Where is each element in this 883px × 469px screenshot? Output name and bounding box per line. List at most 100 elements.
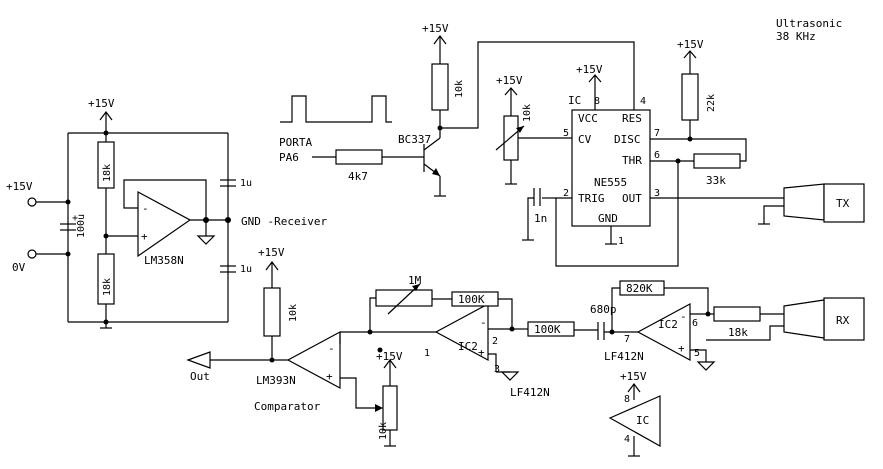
pot-1m <box>375 289 433 307</box>
title-line-1: Ultrasonic <box>776 17 842 30</box>
lm393-label: LM393N <box>256 374 296 387</box>
lf412n-stage1-label: LF412N <box>604 350 644 363</box>
ne555-pin7: 7 <box>654 128 660 139</box>
ic-symbol-supply-label: +15V <box>620 370 647 383</box>
ic2-stage2-minus: - <box>480 316 487 329</box>
ic2-stage1-pin6: 6 <box>692 318 698 329</box>
porta-label: PORTA <box>279 136 312 149</box>
resistor-10k-pullup <box>431 63 449 111</box>
resistor-33k-label: 33k <box>706 174 726 187</box>
cap-1n-label: 1n <box>534 212 547 225</box>
ic-symbol-pin8: 8 <box>624 394 630 405</box>
transmitter-section: PORTA PA6 4k7 BC337 +15V 10k +15V 10k <box>279 22 865 267</box>
ne555-disc: DISC <box>614 133 641 146</box>
lm358-opamp <box>137 190 192 258</box>
resistor-100k-series-label: 100K <box>534 323 561 336</box>
out-arrow-icon <box>186 351 211 369</box>
ne555-thr: THR <box>622 154 642 167</box>
ne555-res: RES <box>622 112 642 125</box>
resistor-820k-label: 820K <box>626 282 653 295</box>
tx-transducer <box>823 183 865 223</box>
lm393-plus: + <box>326 370 333 383</box>
cap-plus-sign: + <box>72 213 78 224</box>
resistor-10k-comparator-label: 10k <box>288 304 299 322</box>
cap-1u-bottom-label: 1u <box>240 264 252 275</box>
resistor-18k-rx-label: 18k <box>728 326 748 339</box>
lf412n-stage2-label: LF412N <box>510 386 550 399</box>
lm358-minus: - <box>142 202 149 215</box>
lm358-label: LM358N <box>144 254 184 267</box>
ic2-stage2-pin2: 2 <box>492 336 498 347</box>
receiver-section: RX 18k IC2 - + 6 7 5 820K LF412N 680p 10… <box>186 246 865 447</box>
lm393-minus: - <box>328 342 335 355</box>
rx-label: RX <box>836 314 850 327</box>
resistor-22k <box>681 73 699 121</box>
ne555-pin1: 1 <box>618 236 624 247</box>
ne555-pin6: 6 <box>654 150 660 161</box>
resistor-18k-rx <box>713 306 761 322</box>
lm358-plus: + <box>141 230 148 243</box>
ne555-pin8: 8 <box>594 96 600 107</box>
ne555-pin3: 3 <box>654 188 660 199</box>
out-label: Out <box>190 370 210 383</box>
resistor-4k7-label: 4k7 <box>348 170 368 183</box>
ic2-stage1-minus: - <box>680 310 687 323</box>
divider-supply-label: +15V <box>88 97 115 110</box>
ne555-supply-label: +15V <box>576 63 603 76</box>
rx-transducer-body <box>783 299 825 339</box>
input-0v-label: 0V <box>12 261 26 274</box>
title-line-2: 38 KHz <box>776 30 816 43</box>
ic-power-symbol: +15V IC 8 4 <box>608 370 661 457</box>
ic2-stage2-opamp <box>434 302 489 362</box>
ic2-stage2-pin3: 3 <box>494 364 500 375</box>
ne555-out: OUT <box>622 192 642 205</box>
resistor-10k-comparator <box>263 287 281 337</box>
ne555-vcc: VCC <box>578 112 598 125</box>
disc-supply-label: +15V <box>677 38 704 51</box>
rx-transducer <box>823 297 865 341</box>
ic2-stage2-label: IC2 <box>458 340 478 353</box>
lm393-comparator <box>286 330 341 390</box>
ic2-stage1-pin7: 7 <box>624 334 630 345</box>
ic2-stage1-pin5: 5 <box>694 348 700 359</box>
comparator-caption: Comparator <box>254 400 321 413</box>
tx-transducer-body <box>783 183 825 221</box>
pulse-waveform <box>280 95 392 123</box>
supply-divider-section: +15V 0V +15V + 100u 18k 18k - <box>6 97 327 329</box>
resistor-10k-pullup-label: 10k <box>454 80 465 98</box>
pot-10k-threshold-label: 10k <box>378 422 389 440</box>
input-plus15v-label: +15V <box>6 180 33 193</box>
ic2-stage1-opamp <box>636 302 691 362</box>
gnd-receiver-label: GND -Receiver <box>241 215 327 228</box>
resistor-18k-bottom-label: 18k <box>102 278 113 296</box>
ne555-pin4: 4 <box>640 96 646 107</box>
ne555-pin5: 5 <box>563 128 569 139</box>
resistor-18k-top-label: 18k <box>102 164 113 182</box>
ne555-name: NE555 <box>594 176 627 189</box>
ne555-ic-label: IC <box>568 94 581 107</box>
resistor-100k-feedback-label: 100K <box>458 293 485 306</box>
resistor-4k7 <box>335 149 383 165</box>
comp-pot-supply-label: +15V <box>376 350 403 363</box>
ne555-cv: CV <box>578 133 592 146</box>
cap-680p-label: 680p <box>590 303 617 316</box>
ic2-stage2-plus: + <box>478 346 485 359</box>
pot-10k-cv <box>503 115 519 161</box>
cap-100u-label: 100u <box>76 214 87 238</box>
pa6-label: PA6 <box>279 151 299 164</box>
tx-label: TX <box>836 197 850 210</box>
pot-10k-cv-label: 10k <box>522 104 533 122</box>
bc337-label: BC337 <box>398 133 431 146</box>
pullup-supply-label: +15V <box>422 22 449 35</box>
zero-v-terminal <box>27 249 37 259</box>
ne555-gnd: GND <box>598 212 618 225</box>
ic2-stage1-plus: + <box>678 342 685 355</box>
ne555-chip <box>571 109 651 227</box>
ic2-stage1-label: IC2 <box>658 318 678 331</box>
ic-symbol-label: IC <box>636 414 649 427</box>
cap-1u-top-label: 1u <box>240 178 252 189</box>
comp-pull-supply-label: +15V <box>258 246 285 259</box>
ne555-pin2: 2 <box>563 188 569 199</box>
ic-symbol-pin4: 4 <box>624 434 630 445</box>
